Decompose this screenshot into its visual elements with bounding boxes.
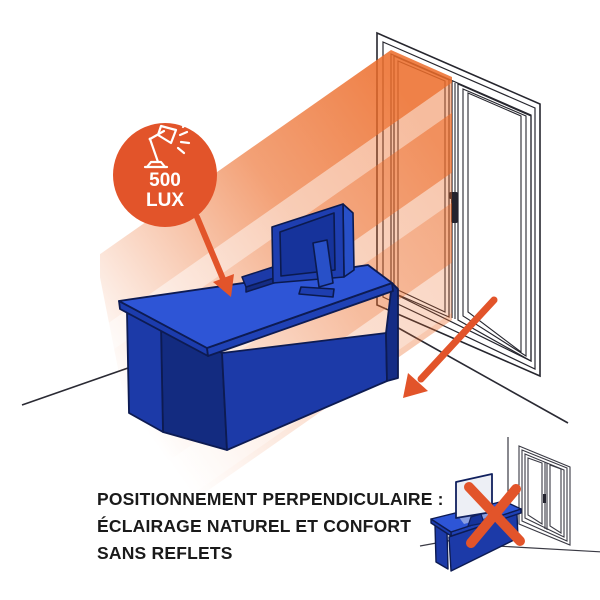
light-arrow-head	[403, 373, 428, 398]
badge-pointer-arrow	[194, 214, 234, 297]
caption: POSITIONNEMENT PERPENDICULAIRE : ÉCLAIRA…	[97, 486, 444, 567]
desk-lamp-icon	[143, 121, 191, 169]
lux-badge-value: 500	[149, 170, 181, 191]
cross-stroke-2	[466, 484, 521, 548]
caption-line-3: SANS REFLETS	[97, 543, 233, 563]
lux-badge-unit: LUX	[146, 190, 184, 211]
inset-window-handle-icon	[543, 494, 546, 503]
badge-pointer-line	[194, 214, 226, 282]
monitor-stand-foot	[298, 286, 335, 298]
lux-badge-circle	[113, 123, 217, 227]
inset-window-frame-outer	[518, 445, 571, 546]
inset-floor-line-right	[496, 545, 600, 553]
window-right-sash-inner2	[467, 92, 522, 354]
desk-front-panel	[221, 332, 388, 451]
inset-window-left-sash	[527, 457, 543, 526]
floor-line-right	[392, 324, 569, 424]
wrong-position-cross-icon	[464, 482, 525, 548]
badge-pointer-head	[213, 274, 234, 297]
beam-stripe	[100, 50, 452, 329]
inset-window-frame-mid	[521, 449, 568, 542]
beam-stripe	[100, 70, 452, 359]
desk-left-panel	[126, 312, 164, 433]
monitor-back	[271, 203, 355, 298]
monitor-stand-column	[312, 239, 334, 288]
caption-line-1: POSITIONNEMENT PERPENDICULAIRE :	[97, 489, 444, 509]
window-right-sash-inner	[462, 88, 527, 358]
lux-badge: 500 LUX	[113, 121, 217, 227]
caption-line-2: ÉCLAIRAGE NATUREL ET CONFORT	[97, 516, 412, 536]
light-direction-arrow	[403, 296, 498, 398]
inset-wrong-position	[419, 437, 600, 572]
inset-window-opening	[524, 453, 565, 538]
room-lines	[21, 324, 569, 424]
window-right-sash	[457, 83, 532, 363]
desk-right-panel	[385, 282, 399, 382]
light-arrow-line	[417, 296, 498, 383]
inset-window	[518, 445, 571, 546]
inset-window-right-sash	[549, 464, 562, 535]
floor-line-left	[21, 367, 129, 406]
